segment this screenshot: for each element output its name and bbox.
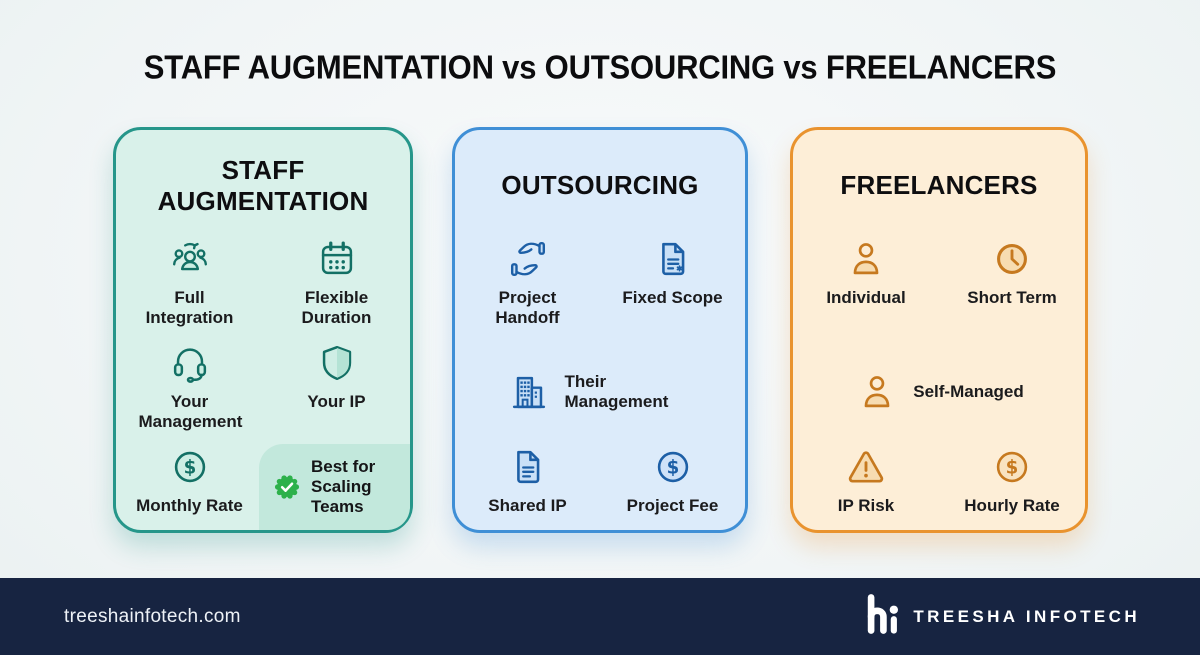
building-icon bbox=[506, 369, 552, 415]
card-freelancers-title: FREELANCERS bbox=[840, 170, 1038, 201]
brand-lockup: TREESHA INFOTECH bbox=[864, 592, 1140, 641]
card-outsourcing: OUTSOURCING Project Handoff bbox=[452, 127, 748, 533]
svg-text:$: $ bbox=[183, 458, 196, 479]
verified-badge-icon bbox=[269, 469, 305, 505]
svg-text:$: $ bbox=[666, 458, 679, 479]
feature-self-managed: Self-Managed bbox=[793, 340, 1085, 444]
feature-label: IP Risk bbox=[837, 496, 895, 515]
feature-label: Hourly Rate bbox=[964, 496, 1060, 515]
team-icon bbox=[167, 236, 213, 282]
card-outsourcing-features: Project Handoff Fixed Scope bbox=[455, 228, 745, 530]
feature-label: Short Term bbox=[967, 288, 1057, 307]
feature-label: Monthly Rate bbox=[136, 496, 243, 515]
feature-your-ip: Your IP bbox=[263, 340, 410, 444]
calendar-icon bbox=[314, 236, 360, 282]
feature-label: Fixed Scope bbox=[622, 288, 723, 307]
feature-shared-ip: Shared IP bbox=[455, 444, 600, 548]
brand-name-text: TREESHA INFOTECH bbox=[913, 606, 1140, 626]
best-for-scaling-teams-badge: Best for Scaling Teams bbox=[259, 444, 410, 530]
feature-fixed-scope: Fixed Scope bbox=[600, 236, 745, 340]
contract-document-icon bbox=[650, 236, 696, 282]
feature-label: Your IP bbox=[307, 392, 366, 411]
feature-label: Shared IP bbox=[488, 496, 567, 515]
feature-flexible-duration: Flexible Duration bbox=[263, 236, 410, 340]
feature-label: Self-Managed bbox=[913, 381, 1024, 401]
feature-ip-risk: IP Risk bbox=[793, 444, 939, 548]
person-icon bbox=[843, 236, 889, 282]
person-icon bbox=[854, 369, 900, 415]
feature-label: Full Integration bbox=[145, 288, 234, 328]
dollar-circle-icon: $ bbox=[167, 444, 213, 490]
card-staff-augmentation: STAFF AUGMENTATION Full Int bbox=[113, 127, 413, 533]
feature-label: Flexible Duration bbox=[301, 288, 372, 328]
dollar-circle-icon: $ bbox=[650, 444, 696, 490]
card-staff-augmentation-features: Full Integration Flexible Duration bbox=[116, 228, 410, 530]
feature-their-management: Their Management bbox=[455, 340, 745, 444]
feature-label: Project Fee bbox=[626, 496, 719, 515]
feature-label: Individual bbox=[826, 288, 906, 307]
feature-label: Their Management bbox=[564, 371, 669, 411]
headset-icon bbox=[167, 340, 213, 386]
page-title: STAFF AUGMENTATION vs OUTSOURCING vs FRE… bbox=[143, 48, 1057, 87]
feature-hourly-rate: $ Hourly Rate bbox=[939, 444, 1085, 548]
card-freelancers: FREELANCERS Individual Short Term bbox=[790, 127, 1088, 533]
card-staff-augmentation-title: STAFF AUGMENTATION bbox=[157, 154, 369, 216]
warning-triangle-icon bbox=[843, 444, 889, 490]
feature-project-handoff: Project Handoff bbox=[455, 236, 600, 340]
document-icon bbox=[505, 444, 551, 490]
svg-text:$: $ bbox=[1006, 458, 1019, 479]
feature-full-integration: Full Integration bbox=[116, 236, 263, 340]
feature-short-term: Short Term bbox=[939, 236, 1085, 340]
footer-website-text: treeshainfotech.com bbox=[64, 605, 241, 627]
feature-your-management: Your Management bbox=[116, 340, 263, 444]
handoff-icon bbox=[505, 236, 551, 282]
dollar-circle-icon: $ bbox=[989, 444, 1035, 490]
feature-project-fee: $ Project Fee bbox=[600, 444, 745, 548]
footer-bar: treeshainfotech.com TREESHA INFOTECH bbox=[0, 578, 1200, 655]
feature-monthly-rate: $ Monthly Rate bbox=[116, 444, 263, 548]
shield-icon bbox=[314, 340, 360, 386]
feature-label: Project Handoff bbox=[495, 288, 560, 328]
best-for-label: Best for Scaling Teams bbox=[311, 456, 376, 517]
feature-label: Your Management bbox=[138, 392, 243, 432]
card-freelancers-features: Individual Short Term Self-Managed bbox=[793, 228, 1085, 530]
feature-individual: Individual bbox=[793, 236, 939, 340]
treesha-logo-icon bbox=[864, 592, 900, 641]
clock-icon bbox=[989, 236, 1035, 282]
card-outsourcing-title: OUTSOURCING bbox=[501, 170, 699, 201]
